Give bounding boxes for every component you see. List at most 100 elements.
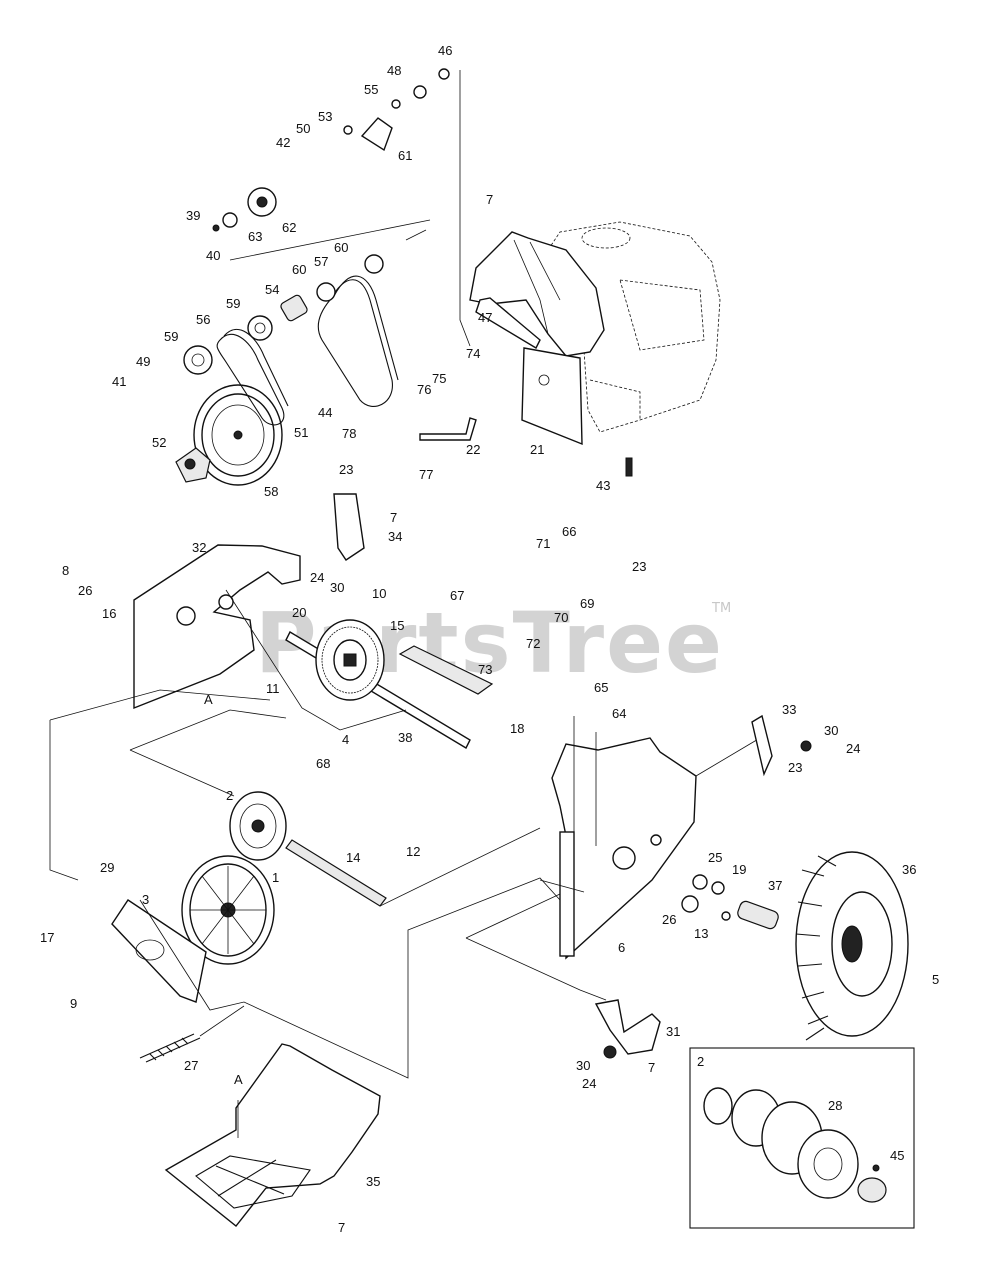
cover-plate-35 [164,1043,381,1227]
callout-35: 35 [366,1174,380,1189]
hex-shaft-73 [398,645,494,695]
callout-27: 27 [184,1058,198,1073]
callout-11: 11 [266,681,280,696]
friction-wheel-1 [181,855,275,965]
callout-17: 17 [40,930,54,945]
callout-77: 77 [419,467,433,482]
callout-41: 41 [112,374,126,389]
callout-32: 32 [192,540,206,555]
callout-63: 63 [248,229,262,244]
reference-a-lower: A [234,1072,243,1087]
callout-72: 72 [526,636,540,651]
callout-61: 61 [398,148,412,163]
callout-57: 57 [314,254,328,269]
callout-59b: 59 [164,329,178,344]
callout-46: 46 [438,43,452,58]
inset-frame [689,1047,915,1229]
callout-34: 34 [388,529,402,544]
callout-5: 5 [932,972,939,987]
callout-30b: 30 [824,723,838,738]
callout-9: 9 [70,996,77,1011]
callout-6: 6 [618,940,625,955]
engine [539,221,721,433]
callout-73: 73 [478,662,492,677]
callout-48: 48 [387,63,401,78]
callout-19: 19 [732,862,746,877]
callout-29: 29 [100,860,114,875]
callout-24a: 24 [310,570,324,585]
axle-14 [285,839,387,907]
bracket-3 [111,899,207,1003]
callout-43: 43 [596,478,610,493]
callout-71: 71 [536,536,550,551]
callout-21: 21 [530,442,544,457]
callout-59a: 59 [226,296,240,311]
callout-16: 16 [102,606,116,621]
callout-37: 37 [768,878,782,893]
callout-65: 65 [594,680,608,695]
inset-clutch-assembly [703,1087,887,1203]
callout-54: 54 [265,282,279,297]
callout-66: 66 [562,524,576,539]
callout-68: 68 [316,756,330,771]
washer-60 [316,282,336,302]
callout-58: 58 [264,484,278,499]
callout-44: 44 [318,405,332,420]
callout-47: 47 [478,310,492,325]
callout-23b: 23 [632,559,646,574]
callout-53: 53 [318,109,332,124]
callout-64: 64 [612,706,626,721]
tire-36 [795,851,909,1041]
callout-76: 76 [417,382,431,397]
callout-3: 3 [142,892,149,907]
idler-arm-61 [360,117,393,152]
callout-8: 8 [62,563,69,578]
spacer-37 [737,900,779,930]
callout-23c: 23 [788,760,802,775]
callout-38: 38 [398,730,412,745]
callout-14: 14 [346,850,360,865]
callout-7b: 7 [390,510,397,525]
callout-20: 20 [292,605,306,620]
callout-36: 36 [902,862,916,877]
bracket-31 [594,999,661,1055]
bolt-43 [625,457,633,477]
drive-belt-56 [216,333,285,426]
callout-52: 52 [152,435,166,450]
callout-labels: 4648555350426173963624060576054595659494… [40,43,939,1235]
callout-69: 69 [580,596,594,611]
callout-70: 70 [554,610,568,625]
callout-30a: 30 [330,580,344,595]
engine-bracket [521,347,583,446]
spacer-54 [280,294,308,322]
callout-45: 45 [890,1148,904,1163]
callout-49: 49 [136,354,150,369]
gear-15 [315,619,385,701]
callout-1: 1 [272,870,279,885]
callout-78: 78 [342,426,356,441]
callout-13: 13 [694,926,708,941]
drive-disc-2 [229,791,287,861]
callout-62: 62 [282,220,296,235]
callout-39: 39 [186,208,200,223]
callout-60a: 60 [334,240,348,255]
callout-31: 31 [666,1024,680,1039]
callout-22: 22 [466,442,480,457]
watermark-trademark: TM [711,601,731,616]
spring-27 [139,1033,201,1063]
callout-7a: 7 [486,192,493,207]
callout-30c: 30 [576,1058,590,1073]
callout-28: 28 [828,1098,842,1113]
callout-15: 15 [390,618,404,633]
callout-51: 51 [294,425,308,440]
callout-42: 42 [276,135,290,150]
callout-24b: 24 [846,741,860,756]
callout-18: 18 [510,721,524,736]
callout-60b: 60 [292,262,306,277]
callout-12: 12 [406,844,420,859]
inset-label: 2 [697,1054,704,1069]
pulley-59b [247,315,273,341]
callout-67: 67 [450,588,464,603]
callout-4: 4 [342,732,349,747]
